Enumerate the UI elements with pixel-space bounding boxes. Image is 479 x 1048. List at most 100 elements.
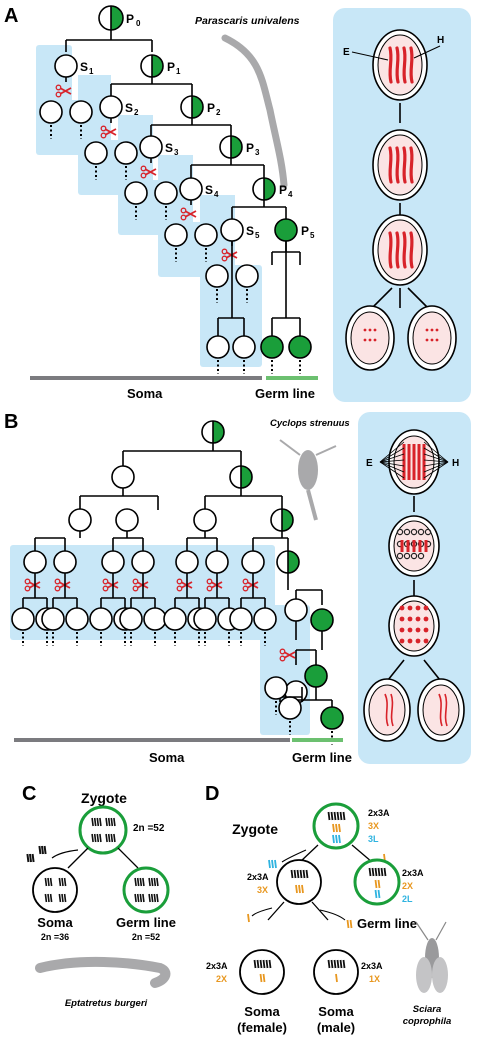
chromosome [438, 693, 443, 727]
cell-body [163, 607, 187, 631]
cell-body [278, 696, 302, 720]
bracket [174, 597, 200, 608]
zygote-3x: 3X [368, 821, 379, 831]
label-h: H [452, 458, 459, 469]
chromatin-fragment [407, 616, 413, 622]
cell-green-half [192, 96, 203, 118]
chromosome [274, 859, 277, 869]
chromatin-fragment [399, 605, 405, 611]
chromosome [388, 46, 393, 84]
chromosome [409, 46, 414, 84]
chromatin-fragment [430, 338, 434, 342]
soma-female-label2: (female) [237, 1020, 287, 1035]
chromosome [384, 693, 389, 727]
bracket [150, 124, 232, 136]
chromosome [402, 231, 407, 269]
scissors-handle [55, 91, 62, 98]
chromosome [153, 877, 157, 887]
species-name: Sciara [413, 1004, 442, 1015]
zygote-cell [78, 805, 128, 855]
p-label: P [167, 60, 175, 74]
cell [175, 550, 199, 574]
cell [101, 550, 125, 574]
s-label-sub: 5 [255, 231, 260, 240]
scissors-icon [55, 84, 72, 98]
chromosome [377, 867, 381, 877]
chromosome [444, 693, 448, 727]
scissors-handle [102, 585, 109, 592]
cell [111, 465, 135, 489]
soma-cell [32, 867, 78, 913]
chromosome [330, 959, 334, 969]
chromosome [330, 811, 334, 821]
chromatin-fragment [407, 605, 413, 611]
arrow-line [281, 849, 307, 863]
chromosome [402, 46, 407, 84]
p-label-sub: 4 [288, 190, 293, 199]
chromosome [153, 893, 157, 903]
chromosome [327, 959, 331, 969]
nucleus [377, 219, 423, 281]
chromatin-fragment [373, 338, 377, 342]
tree-line [267, 901, 285, 921]
cell-body [260, 335, 284, 359]
scissors-blade [59, 87, 72, 95]
chromosome [156, 877, 159, 887]
chromosome [390, 693, 394, 727]
chromosome [99, 833, 102, 843]
cell-body [232, 335, 256, 359]
cell-germ [310, 608, 334, 632]
tree-line [379, 461, 405, 467]
chromatin-fragment [407, 638, 413, 644]
cell-body [310, 608, 334, 632]
chromosome [383, 867, 387, 877]
bracket [112, 537, 144, 551]
chromosome [395, 231, 400, 269]
cell-body [253, 607, 277, 631]
chromosome [342, 959, 346, 969]
chromosome [113, 817, 116, 827]
tree-line [423, 659, 441, 681]
chromosome [298, 884, 301, 894]
chromosome [295, 884, 298, 894]
cell [270, 508, 294, 532]
chromosome [380, 867, 384, 877]
cell-body [320, 706, 344, 730]
chromosome [91, 817, 94, 827]
panel-letter-d: D [205, 783, 219, 805]
cell-green-half [111, 6, 123, 30]
scissors-handle [279, 655, 286, 662]
chromosome [268, 859, 271, 869]
scissors-handle [140, 165, 147, 172]
chromatin-fragment [399, 638, 405, 644]
nucleus [412, 311, 452, 365]
scissors-handle [102, 578, 109, 585]
chromosome [336, 811, 340, 821]
scissors-icon [180, 207, 197, 221]
chromosome [96, 817, 100, 827]
scissors-icon [140, 165, 157, 179]
male-1x: 1X [369, 974, 380, 984]
chromosome [38, 845, 42, 855]
germ-label: Germ line [116, 915, 176, 930]
fly-antenna [415, 921, 429, 941]
chromosome [265, 959, 269, 969]
chromosome [156, 893, 159, 903]
cell-soma [84, 141, 108, 165]
chromosome-fragment [410, 528, 418, 536]
chromatin-fragment [423, 627, 429, 633]
cell-soma [205, 264, 229, 288]
s-label: S [80, 60, 88, 74]
chromatin-fragment [368, 338, 372, 342]
scissors-handle [242, 585, 249, 592]
chromosome [299, 869, 303, 879]
chromosome [271, 859, 274, 869]
chromosome [368, 867, 372, 877]
cell-germ [304, 664, 328, 688]
cell-soma [89, 607, 113, 631]
scissors-handle [54, 585, 61, 592]
chromosome-fragment [396, 528, 404, 536]
scissors-handle [176, 578, 183, 585]
